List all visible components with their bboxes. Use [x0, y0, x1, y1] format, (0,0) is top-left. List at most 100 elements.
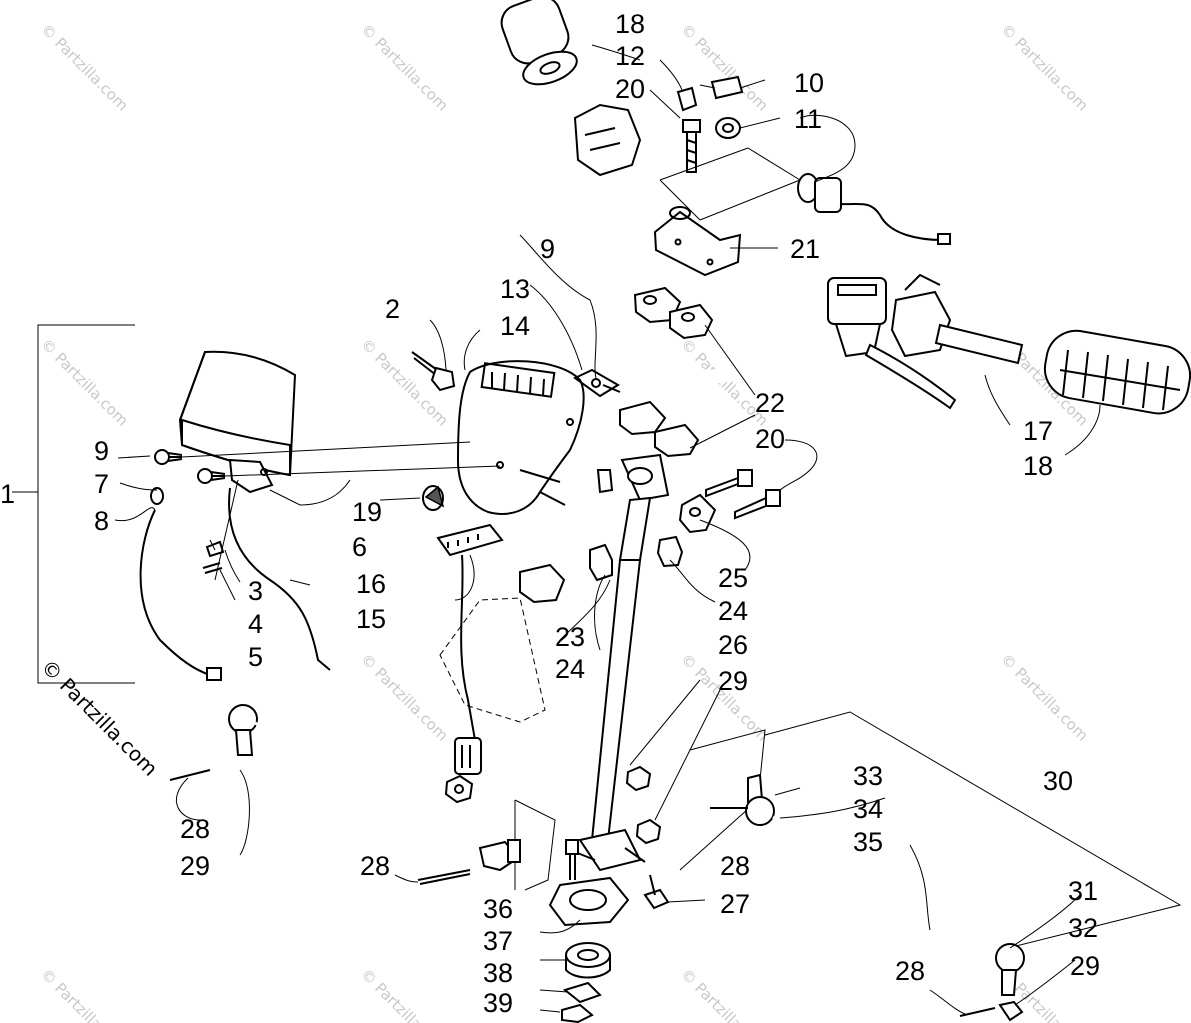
- callout-25: 25: [718, 563, 748, 593]
- callout-23: 23: [555, 622, 585, 652]
- callout-4: 4: [248, 609, 263, 639]
- callout-18-top: 18: [615, 9, 645, 39]
- callout-15: 15: [356, 604, 386, 634]
- watermark-text: © Partzilla.com: [357, 20, 452, 115]
- callout-2: 2: [385, 294, 400, 324]
- leader-29-center: [629, 679, 721, 821]
- bolt-2: [411, 351, 456, 392]
- watermark-text: © Partzilla.com: [997, 20, 1092, 115]
- leader-lines-misc: [114, 44, 1101, 1013]
- item-10-clamp: [710, 75, 744, 100]
- watermark-text: © Partzilla.com: [677, 965, 772, 1023]
- clamps-22: [619, 286, 714, 458]
- screws-9-left: [154, 449, 226, 484]
- right-switch-housing: [890, 273, 952, 358]
- callout-8: 8: [94, 506, 109, 536]
- callout-26: 26: [718, 630, 748, 660]
- leader-lines-9: [181, 441, 501, 477]
- callout-20-mid: 20: [755, 424, 785, 454]
- callout-36: 36: [483, 894, 513, 924]
- assembly-1-bracket: [12, 324, 135, 684]
- bolt-20-upper: [682, 119, 701, 173]
- callout-21: 21: [790, 234, 820, 264]
- callout-28-left: 28: [180, 814, 210, 844]
- wire-8: [139, 509, 211, 676]
- tie-rod-right: [710, 773, 1025, 1022]
- mount-dashed: [439, 597, 546, 723]
- watermark-text: © Partzilla.com: [357, 965, 452, 1023]
- connector-8: [206, 667, 222, 681]
- callout-37: 37: [483, 926, 513, 956]
- clamp-23: [519, 563, 566, 604]
- callout-labels: 1 2 3 4 5 6 7 8 9 9 10 11 12 13 14 15 16…: [0, 9, 1100, 1018]
- watermark-text: © Partzilla.com: [37, 965, 132, 1023]
- callout-1: 1: [0, 479, 15, 509]
- callout-24-right: 24: [718, 596, 748, 626]
- leader-28-29-left: [175, 769, 250, 856]
- watermark-text: © Partzilla.com: [37, 335, 132, 430]
- bushing-24a: [589, 543, 613, 582]
- callout-34: 34: [853, 794, 883, 824]
- watermark-text: © Partzilla.com: [37, 20, 132, 115]
- item-5-line: [214, 479, 239, 581]
- watermark-text: © Partzilla.com: [677, 650, 772, 745]
- callout-28-center: 28: [360, 851, 390, 881]
- clamp-25: [678, 493, 717, 534]
- callout-30: 30: [1043, 766, 1073, 796]
- left-switch-housing: [573, 103, 642, 177]
- callout-24-lower: 24: [555, 654, 585, 684]
- watermark-text: © Partzilla.com: [997, 650, 1092, 745]
- callout-22: 22: [755, 388, 785, 418]
- callout-14: 14: [500, 311, 530, 341]
- callout-16: 16: [356, 569, 386, 599]
- callout-3: 3: [248, 576, 263, 606]
- bearing-36-39: [548, 839, 630, 1023]
- callout-11: 11: [794, 104, 822, 134]
- item-12-key: [676, 86, 698, 112]
- callout-9-center: 9: [540, 234, 555, 264]
- callout-35: 35: [853, 827, 883, 857]
- right-master-cylinder: [827, 277, 957, 410]
- harness-15: [436, 523, 504, 775]
- cover-14: [456, 360, 585, 515]
- nuts-29-center: [625, 765, 662, 845]
- kill-switch: [797, 173, 951, 245]
- steering-post-26: [569, 453, 670, 872]
- right-grip: [1043, 329, 1191, 415]
- screw-13: [573, 368, 621, 398]
- decal-19: [424, 485, 445, 508]
- callout-20-top: 20: [615, 74, 645, 104]
- callout-28-right: 28: [720, 851, 750, 881]
- watermark-text: © Partzilla.com: [357, 650, 452, 745]
- bushing-24b: [656, 535, 684, 568]
- callout-18-right: 18: [1023, 451, 1053, 481]
- callout-38: 38: [483, 958, 513, 988]
- watermark-main: © Partzilla.com: [36, 655, 162, 781]
- handlebar-right-end: [934, 323, 1024, 365]
- pin-28: [417, 869, 471, 885]
- callout-5: 5: [248, 642, 263, 672]
- callout-29-right: 29: [1070, 951, 1100, 981]
- callout-32: 32: [1068, 913, 1098, 943]
- item-11-collar: [715, 117, 741, 139]
- callout-33: 33: [853, 761, 883, 791]
- bolt-27: [643, 874, 670, 910]
- tie-rod-left: [169, 704, 521, 872]
- callout-29-center: 29: [718, 666, 748, 696]
- left-grip: [500, 0, 578, 86]
- callout-13: 13: [500, 274, 530, 304]
- callout-29-left: 29: [180, 851, 210, 881]
- leader-lines-right: [774, 787, 1081, 1015]
- cable-16: [228, 487, 331, 671]
- callout-6: 6: [352, 532, 367, 562]
- bulb-7: [150, 487, 164, 505]
- speedometer: [178, 350, 297, 494]
- callout-19: 19: [352, 497, 382, 527]
- leader-28: [394, 874, 419, 883]
- callout-17: 17: [1023, 416, 1053, 446]
- callout-7: 7: [94, 469, 109, 499]
- box-lower-right: [679, 729, 766, 871]
- callout-31: 31: [1068, 876, 1098, 906]
- item-21-box: [659, 147, 801, 221]
